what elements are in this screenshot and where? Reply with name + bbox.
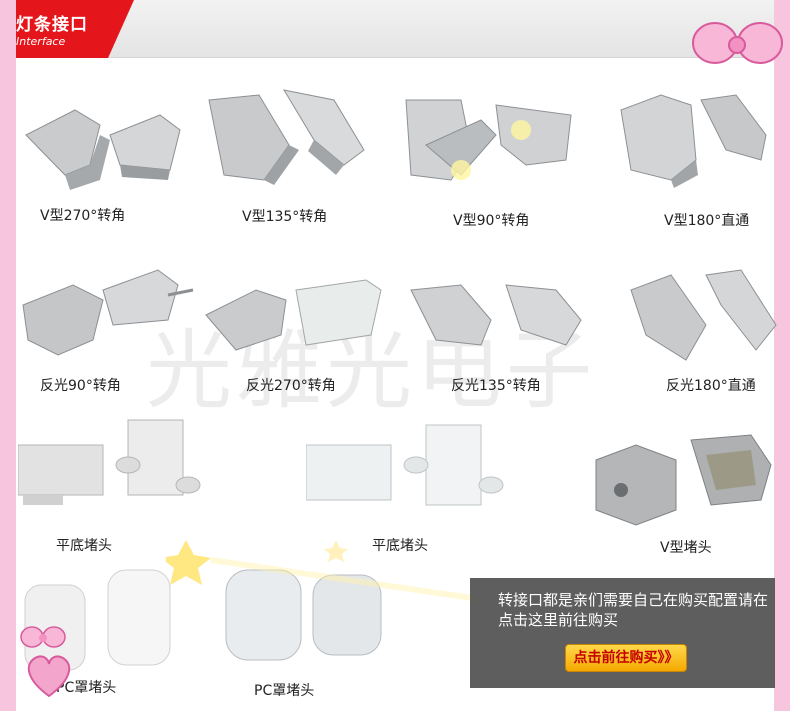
product-image-pc-end-2	[225, 569, 382, 661]
bow-icon	[20, 626, 66, 648]
product-caption: V型堵头	[660, 540, 712, 556]
product-caption: 反光180°直通	[666, 378, 756, 394]
product-caption: PC罩堵头	[56, 680, 117, 696]
product-image-flat-end-1	[18, 419, 201, 505]
product-caption: V型180°直通	[664, 213, 750, 229]
product-caption: 平底堵头	[372, 538, 428, 554]
bow-icon	[692, 22, 783, 64]
product-caption: V型135°转角	[242, 209, 328, 225]
buy-now-button[interactable]: 点击前往购买》》	[565, 644, 687, 672]
product-caption: 反光270°转角	[246, 378, 336, 394]
product-caption: 平底堵头	[56, 538, 112, 554]
product-image-r135	[410, 284, 582, 346]
product-image-r90	[22, 269, 194, 356]
product-image-v-end	[595, 434, 772, 526]
product-caption: 反光135°转角	[451, 378, 541, 394]
promo-box: 转接口都是亲们需要自己在购买配置请在点击这里前往购买 点击前往购买》》	[470, 578, 775, 688]
sparkle-trail-decoration	[166, 540, 487, 603]
product-image-v180	[620, 94, 767, 188]
product-caption: PC罩堵头	[254, 683, 315, 699]
product-image-r270	[205, 279, 382, 351]
product-caption: V型270°转角	[40, 208, 126, 224]
product-image-v90	[405, 99, 572, 181]
watermark: 光雅光电子	[146, 321, 596, 421]
product-caption: 反光90°转角	[40, 378, 121, 394]
banner-title: 灯条接口	[16, 15, 88, 35]
product-image-v270	[25, 109, 181, 190]
section-banner: 灯条接口 Interface	[16, 0, 774, 58]
product-image-v135	[208, 89, 365, 185]
heart-icon	[27, 655, 71, 698]
promo-text: 转接口都是亲们需要自己在购买配置请在点击这里前往购买	[498, 591, 769, 629]
product-image-flat-end-2	[306, 424, 504, 506]
banner-subtitle: Interface	[16, 35, 66, 48]
product-image-r180	[630, 269, 777, 361]
product-caption: V型90°转角	[453, 213, 530, 229]
